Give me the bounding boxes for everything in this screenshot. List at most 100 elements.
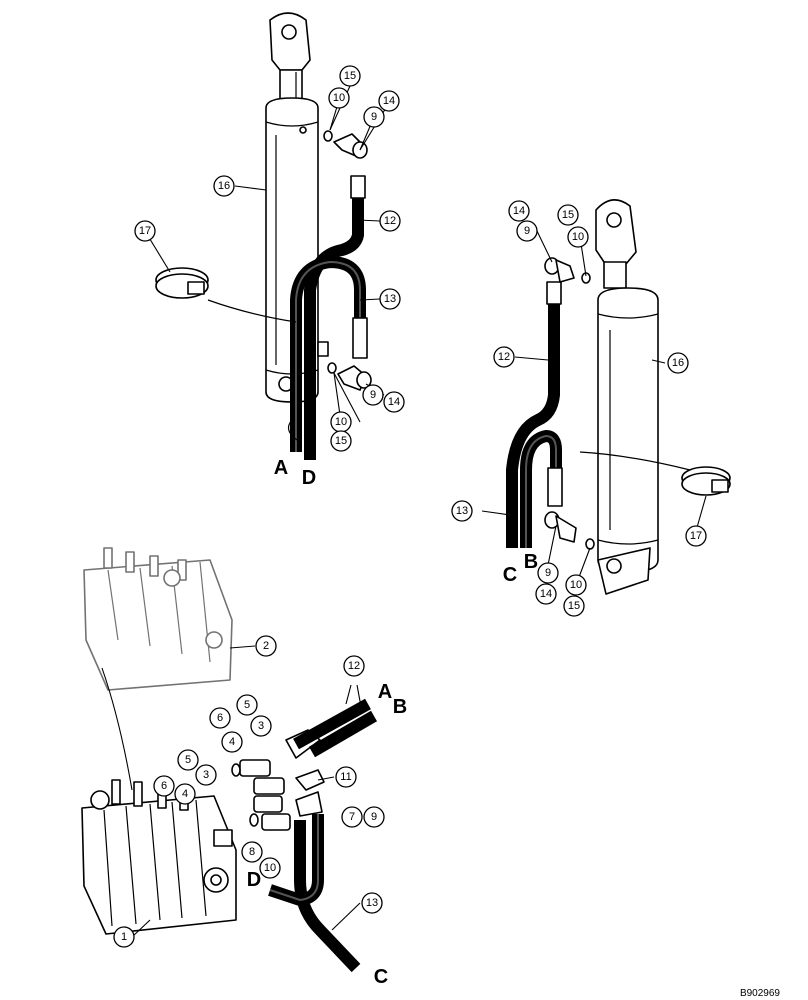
svg-text:11: 11 [340, 771, 351, 783]
svg-text:10: 10 [333, 92, 345, 104]
callout-13-a: 13 [379, 288, 401, 310]
callout-12-b: 12 [493, 346, 515, 368]
letter-d-1: D [302, 467, 316, 489]
callout-9-b: 9 [362, 384, 384, 406]
callout-6-b: 6 [153, 775, 175, 797]
letter-b-1: B [524, 551, 538, 573]
callout-15-a: 15 [339, 65, 361, 87]
svg-text:15: 15 [568, 600, 580, 612]
letter-d-2: D [247, 869, 261, 891]
svg-text:14: 14 [383, 95, 395, 107]
callout-16-a: 16 [213, 175, 235, 197]
callout-17-b: 17 [685, 525, 707, 547]
callout-1: 1 [113, 926, 135, 948]
callout-9-a: 9 [363, 106, 385, 128]
svg-text:10: 10 [264, 862, 276, 874]
callout-15-d: 15 [563, 595, 585, 617]
fittings-right-cylinder [544, 257, 595, 550]
svg-text:9: 9 [524, 225, 530, 237]
svg-text:13: 13 [384, 293, 396, 305]
callout-10-d: 10 [565, 574, 587, 596]
svg-text:14: 14 [388, 396, 400, 408]
svg-text:9: 9 [371, 811, 377, 823]
callout-16-b: 16 [667, 352, 689, 374]
svg-text:7: 7 [349, 811, 355, 823]
svg-text:10: 10 [572, 231, 584, 243]
callout-9-d: 9 [537, 562, 559, 584]
callout-3-b: 3 [195, 764, 217, 786]
letter-b-2: B [393, 696, 407, 718]
svg-text:15: 15 [344, 70, 356, 82]
svg-text:5: 5 [185, 754, 191, 766]
hose-clamp-left [155, 267, 297, 323]
callout-14-a: 14 [378, 90, 400, 112]
svg-text:3: 3 [203, 769, 209, 781]
svg-text:12: 12 [348, 660, 360, 672]
callout-15-b: 15 [330, 430, 352, 452]
control-valve-upper [83, 547, 233, 691]
drawing-code: B902969 [740, 988, 780, 999]
callout-13-c: 13 [361, 892, 383, 914]
cylinder-right [595, 199, 659, 595]
svg-text:13: 13 [366, 897, 378, 909]
svg-text:14: 14 [513, 205, 525, 217]
callout-9-c: 9 [516, 220, 538, 242]
letter-c-2: C [374, 966, 388, 988]
svg-text:15: 15 [335, 435, 347, 447]
svg-text:9: 9 [545, 567, 551, 579]
svg-text:10: 10 [335, 416, 347, 428]
control-valve-lower [81, 779, 237, 935]
callout-12-c: 12 [343, 655, 365, 677]
callout-14-d: 14 [535, 583, 557, 605]
svg-text:5: 5 [244, 699, 250, 711]
svg-text:3: 3 [258, 720, 264, 732]
svg-text:13: 13 [456, 505, 468, 517]
callout-10-c: 10 [567, 226, 589, 248]
callout-10-e: 10 [259, 857, 281, 879]
svg-text:9: 9 [371, 111, 377, 123]
valve-fittings [231, 729, 325, 831]
svg-text:16: 16 [218, 180, 230, 192]
svg-text:6: 6 [161, 780, 167, 792]
svg-text:2: 2 [263, 640, 269, 652]
callout-7: 7 [341, 806, 363, 828]
svg-text:4: 4 [229, 736, 235, 748]
callout-8: 8 [241, 841, 263, 863]
svg-text:12: 12 [498, 351, 510, 363]
callout-6-a: 6 [209, 707, 231, 729]
callout-10-b: 10 [330, 411, 352, 433]
svg-text:17: 17 [139, 225, 151, 237]
callouts: 15 10 14 9 16 12 17 13 9 14 10 15 14 9 1… [113, 65, 707, 948]
svg-text:16: 16 [672, 357, 684, 369]
callout-11: 11 [335, 766, 357, 788]
callout-15-c: 15 [557, 204, 579, 226]
svg-text:9: 9 [370, 389, 376, 401]
callout-4-a: 4 [221, 731, 243, 753]
callout-14-b: 14 [383, 391, 405, 413]
callout-13-b: 13 [451, 500, 473, 522]
letter-a-1: A [274, 457, 288, 479]
callout-3-a: 3 [250, 715, 272, 737]
fittings-left-cylinder [323, 130, 372, 391]
svg-text:6: 6 [217, 712, 223, 724]
leader-valve-link [101, 667, 133, 791]
svg-text:14: 14 [540, 588, 552, 600]
callout-4-b: 4 [174, 783, 196, 805]
callout-14-c: 14 [508, 200, 530, 222]
callout-17-a: 17 [134, 220, 156, 242]
letter-c-1: C [503, 564, 517, 586]
callout-2: 2 [255, 635, 277, 657]
hoses-right-cylinder [506, 281, 563, 548]
svg-text:4: 4 [182, 788, 188, 800]
svg-text:10: 10 [570, 579, 582, 591]
svg-text:17: 17 [690, 530, 702, 542]
hoses-valve [268, 698, 378, 973]
svg-text:8: 8 [249, 846, 255, 858]
letter-a-2: A [378, 681, 392, 703]
callout-12-a: 12 [379, 210, 401, 232]
callout-5-b: 5 [177, 749, 199, 771]
callout-9-e: 9 [363, 806, 385, 828]
svg-text:15: 15 [562, 209, 574, 221]
svg-text:1: 1 [121, 931, 127, 943]
